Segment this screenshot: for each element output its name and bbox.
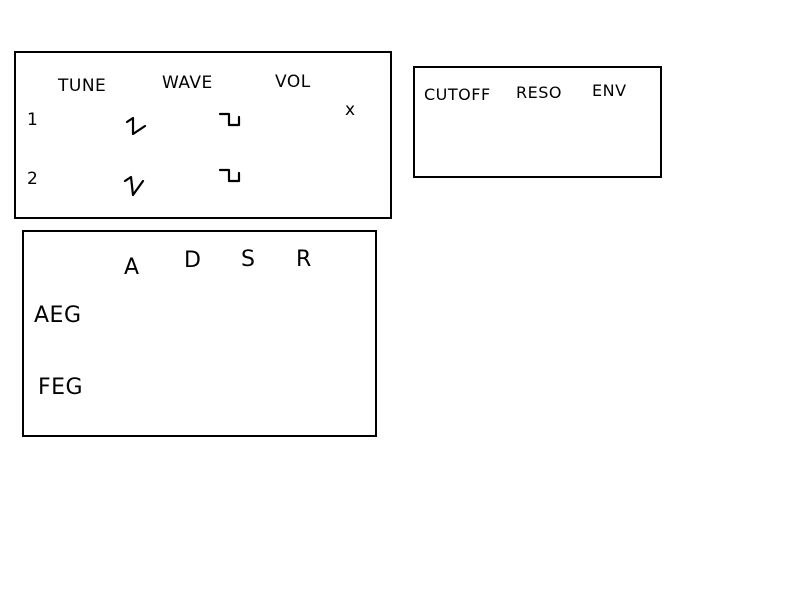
- close-icon[interactable]: x: [345, 100, 356, 120]
- square-wave-icon[interactable]: [217, 161, 245, 189]
- reso-header: RESO: [516, 83, 562, 102]
- feg-row-label: FEG: [38, 375, 84, 400]
- envelope-panel: [22, 230, 377, 437]
- filter-panel: [413, 66, 662, 178]
- vol-header: VOL: [275, 72, 311, 92]
- osc-row-label-1: 1: [27, 110, 39, 130]
- saw-wave-icon[interactable]: [121, 171, 149, 199]
- env-header: ENV: [592, 81, 627, 100]
- cutoff-header: CUTOFF: [424, 85, 491, 104]
- wave-header: WAVE: [162, 73, 213, 93]
- release-header: R: [296, 247, 312, 272]
- square-wave-icon[interactable]: [217, 105, 245, 133]
- sustain-header: S: [241, 247, 256, 272]
- tune-header: TUNE: [58, 76, 107, 96]
- osc-row-label-2: 2: [27, 169, 39, 189]
- attack-header: A: [124, 255, 140, 280]
- saw-wave-icon[interactable]: [123, 112, 151, 140]
- oscillator-panel: [14, 51, 392, 219]
- aeg-row-label: AEG: [34, 303, 82, 328]
- decay-header: D: [184, 248, 202, 273]
